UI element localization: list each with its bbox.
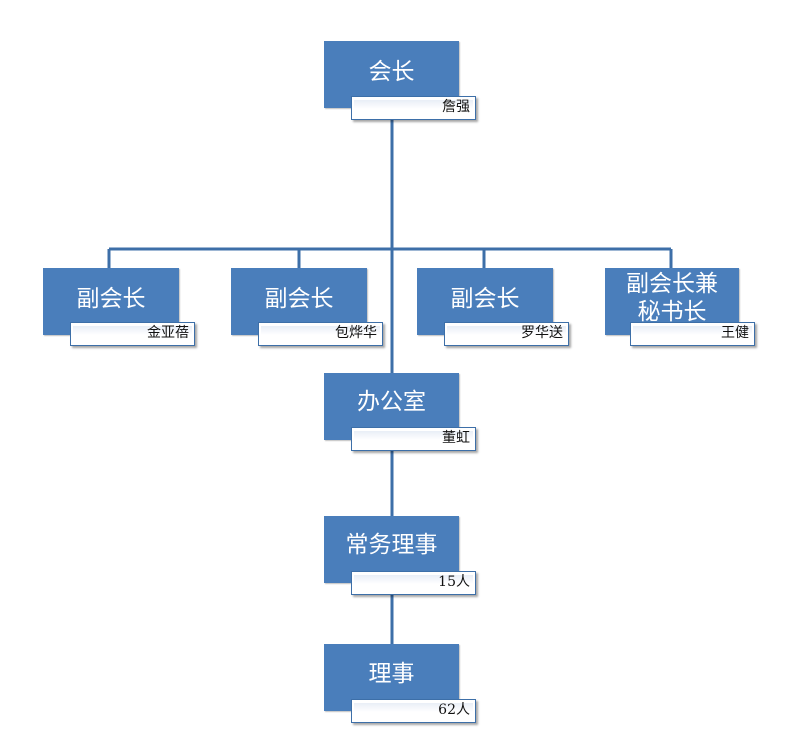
node-name: 詹强 bbox=[442, 99, 470, 115]
node-name: 罗华送 bbox=[521, 325, 563, 341]
node-name: 包烨华 bbox=[335, 325, 377, 341]
node-title: 办公室 bbox=[357, 389, 426, 415]
node-title: 副会长 bbox=[264, 286, 334, 312]
node-name: 15人 bbox=[438, 574, 470, 590]
node-name: 金亚蓓 bbox=[147, 325, 189, 341]
node-name: 62人 bbox=[438, 702, 470, 718]
name-box: 15人 bbox=[351, 571, 476, 595]
name-box: 詹强 bbox=[351, 96, 476, 120]
name-box: 罗华送 bbox=[444, 322, 569, 346]
name-box: 金亚蓓 bbox=[70, 322, 195, 346]
node-name: 董虹 bbox=[442, 430, 470, 446]
name-box: 包烨华 bbox=[258, 322, 383, 346]
name-box: 王健 bbox=[630, 322, 755, 346]
node-title: 常务理事 bbox=[345, 532, 438, 558]
name-box: 董虹 bbox=[351, 427, 476, 451]
node-title: 副会长 bbox=[76, 286, 146, 312]
node-name: 王健 bbox=[721, 325, 749, 341]
name-box: 62人 bbox=[351, 699, 476, 723]
node-title: 副会长 bbox=[450, 286, 520, 312]
node-title: 理事 bbox=[368, 661, 415, 687]
node-title: 会长 bbox=[368, 59, 415, 85]
node-title: 副会长兼秘书长 bbox=[626, 271, 718, 325]
